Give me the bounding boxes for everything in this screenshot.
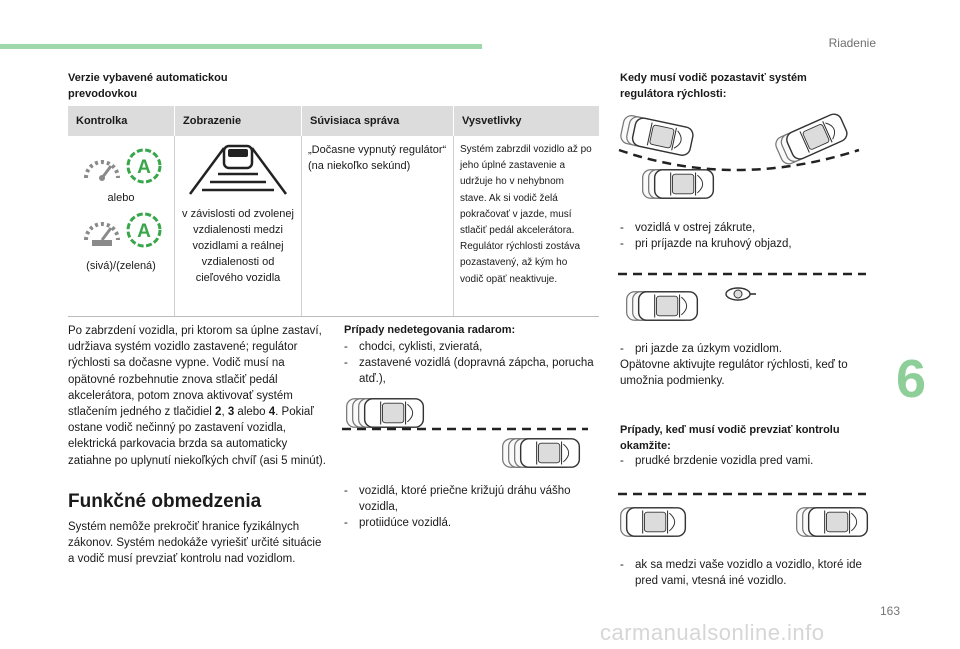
narrow-vehicle-illustration <box>618 272 866 321</box>
radar-bullets-2: vozidlá, ktoré priečne križujú dráhu váš… <box>344 483 594 532</box>
traffic-jam-illustration <box>342 398 588 468</box>
list-item: zastavené vozidlá (dopravná zápcha, poru… <box>344 355 594 387</box>
limits-text: Systém nemôže prekročiť hranice fyzikáln… <box>68 521 322 566</box>
cut-in-illustration <box>618 492 869 537</box>
list-item: pri jazde za úzkym vozidlom. <box>620 341 870 357</box>
radar-heading: Prípady nedetegovania radarom: <box>344 324 516 336</box>
chapter-number: 6 <box>896 349 927 409</box>
column-header-sprava: Súvisiaca správa <box>301 106 454 136</box>
cell-kontrolka: A alebo A (sivá)/(zelená) <box>68 136 175 317</box>
cell-vysvetlivky: Systém zabrzdil vozidlo až po jeho úplné… <box>453 136 599 317</box>
page-number: 163 <box>880 604 901 618</box>
list-item: prudké brzdenie vozidla pred vami. <box>620 453 870 469</box>
list-item: chodci, cyklisti, zvieratá, <box>344 339 594 355</box>
versions-heading: Verzie vybavené automatickou prevodovkou <box>68 72 228 100</box>
cell-sprava: „Dočasne vypnutý regulátor“ (na niekoľko… <box>301 136 454 317</box>
pause-bullets: vozidlá v ostrej zákrute, pri príjazde n… <box>620 220 870 253</box>
or-label: alebo <box>107 192 135 204</box>
speedometer-a-green-lamp-icon: A <box>84 148 162 184</box>
section-title: Riadenie <box>828 36 876 50</box>
warning-lamp-table: Kontrolka Zobrazenie Súvisiaca správa Vy… <box>68 106 599 317</box>
list-item: ak sa medzi vaše vozidlo a vozidlo, ktor… <box>620 557 870 589</box>
column-header-kontrolka: Kontrolka <box>68 106 175 136</box>
column-header-zobrazenie: Zobrazenie <box>174 106 302 136</box>
narrow-vehicle-text: pri jazde za úzkym vozidlom. Opätovne ak… <box>620 341 870 390</box>
svg-text:A: A <box>137 157 151 178</box>
cell-zobrazenie: v závislosti od zvolenej vzdialenosti me… <box>174 136 302 317</box>
radar-bullets: chodci, cyklisti, zvieratá, zastavené vo… <box>344 339 594 388</box>
lamp-colors-label: (sivá)/(zelená) <box>86 260 156 272</box>
sharp-curve-illustration <box>618 110 860 199</box>
reactivate-note: Opätovne aktivujte regulátor rýchlosti, … <box>620 359 848 388</box>
svg-text:A: A <box>137 221 151 242</box>
takeover-bullet: prudké brzdenie vozidla pred vami. <box>620 453 870 469</box>
list-item: pri príjazde na kruhový objazd, <box>620 236 870 252</box>
top-accent-bar <box>0 44 482 49</box>
list-item: protiidúce vozidlá. <box>344 515 594 531</box>
display-description: v závislosti od zvolenej vzdialenosti me… <box>182 208 294 284</box>
limits-title: Funkčné obmedzenia <box>68 491 262 512</box>
speedometer-a-gray-lamp-icon: A <box>84 212 162 248</box>
cut-in-text: ak sa medzi vaše vozidlo a vozidlo, ktor… <box>620 557 870 589</box>
column-header-vysvetlivky: Vysvetlivky <box>453 106 599 136</box>
pause-heading: Kedy musí vodič pozastaviť systém regulá… <box>620 72 807 100</box>
car-distance-display-icon <box>188 144 288 195</box>
watermark: carmanualsonline.info <box>600 620 825 645</box>
takeover-heading: Prípady, keď musí vodič prevziať kontrol… <box>620 424 840 452</box>
list-item: vozidlá v ostrej zákrute, <box>620 220 870 236</box>
list-item: vozidlá, ktoré priečne križujú dráhu váš… <box>344 483 594 515</box>
stop-paragraph: Po zabrzdení vozidla, pri ktorom sa úpln… <box>68 325 326 467</box>
